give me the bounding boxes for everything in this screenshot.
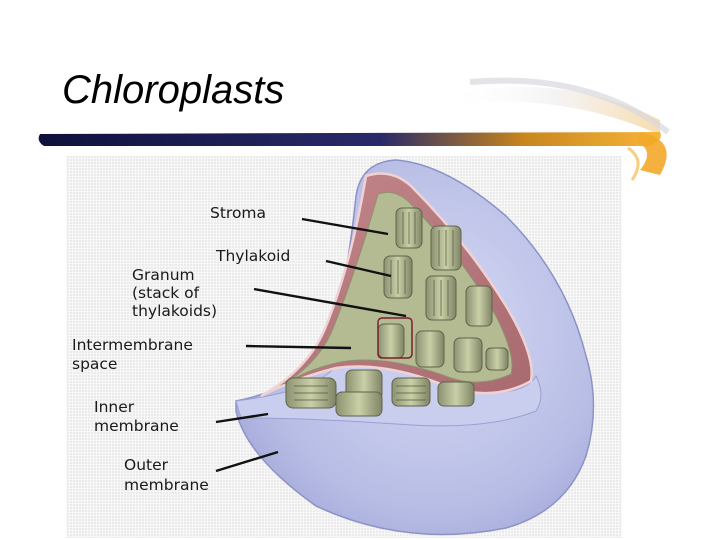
label-granum-line2: (stack of: [132, 284, 200, 302]
title-swoosh-decoration: [38, 77, 670, 181]
label-granum-line1: Granum: [132, 266, 195, 284]
granum-highlight: [377, 317, 413, 359]
label-intermembrane-line1: Intermembrane: [72, 336, 193, 354]
label-granum-line3: thylakoids): [132, 302, 217, 320]
label-outer-membrane-line2: membrane: [124, 476, 209, 494]
label-intermembrane-line2: space: [72, 355, 117, 373]
label-outer-membrane-line1: Outer: [124, 456, 169, 474]
slide-title: Chloroplasts: [62, 68, 285, 112]
leader-lines: [215, 217, 407, 473]
label-inner-membrane-line1: Inner: [94, 398, 135, 416]
label-stroma: Stroma: [210, 204, 266, 222]
chloroplast-illustration: Stroma Thylakoid Granum (stack of thylak…: [72, 159, 595, 536]
label-inner-membrane-line2: membrane: [94, 417, 179, 435]
label-thylakoid: Thylakoid: [215, 247, 290, 265]
thylakoid-striations: [294, 212, 454, 401]
chloroplast-diagram: Stroma Thylakoid Granum (stack of thylak…: [66, 156, 622, 538]
